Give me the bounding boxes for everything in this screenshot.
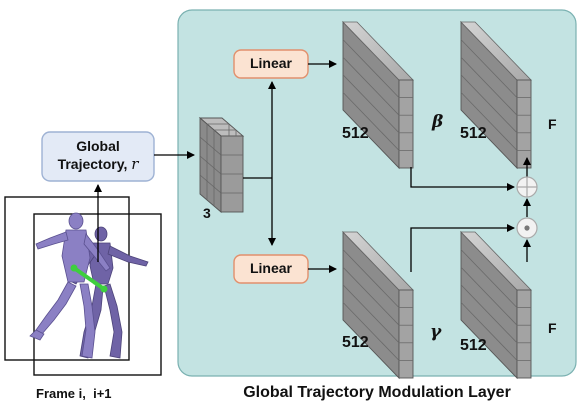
trajectory-end-dot xyxy=(100,285,108,293)
beta-symbol: β xyxy=(432,112,444,132)
linear-bottom-label: Linear xyxy=(249,260,292,276)
multiply-op xyxy=(516,217,538,239)
global-box-line1: Global xyxy=(76,138,120,154)
gamma-feature-block xyxy=(342,230,414,380)
f-top-feature-block xyxy=(460,20,532,170)
global-box-line2-wrap: Trajectory, r xyxy=(42,155,154,173)
input-tensor-3 xyxy=(198,117,245,213)
global-box-symbol: r xyxy=(131,155,139,173)
f-top-symbol: F xyxy=(548,116,557,132)
beta-dim-label: 512 xyxy=(342,125,369,142)
frame-caption: Frame i, i+1 xyxy=(36,386,112,401)
global-box-label: Global Trajectory, r xyxy=(42,137,154,173)
panel-title: Global Trajectory Modulation Layer xyxy=(243,384,511,401)
trajectory-start-dot xyxy=(70,264,78,272)
input-dim-label: 3 xyxy=(203,205,211,221)
frame-images xyxy=(4,196,162,376)
op-connectors xyxy=(410,157,531,272)
global-trajectory-box xyxy=(41,131,155,182)
add-op xyxy=(516,176,538,198)
beta-feature-block xyxy=(342,20,414,170)
split-connectors xyxy=(243,81,276,246)
gamma-dim-label: 512 xyxy=(342,334,369,351)
global-box-line2: Trajectory, xyxy=(57,156,128,172)
linear-top-label: Linear xyxy=(249,55,292,71)
trajectory-line xyxy=(72,266,106,291)
f-bottom-dim-label: 512 xyxy=(460,337,487,354)
gamma-symbol: γ xyxy=(430,322,442,342)
f-top-dim-label: 512 xyxy=(460,125,487,142)
f-bottom-feature-block xyxy=(460,230,532,380)
f-bottom-symbol: F xyxy=(548,320,557,336)
human-figure-front xyxy=(29,212,111,359)
frame-i-box xyxy=(4,196,130,361)
